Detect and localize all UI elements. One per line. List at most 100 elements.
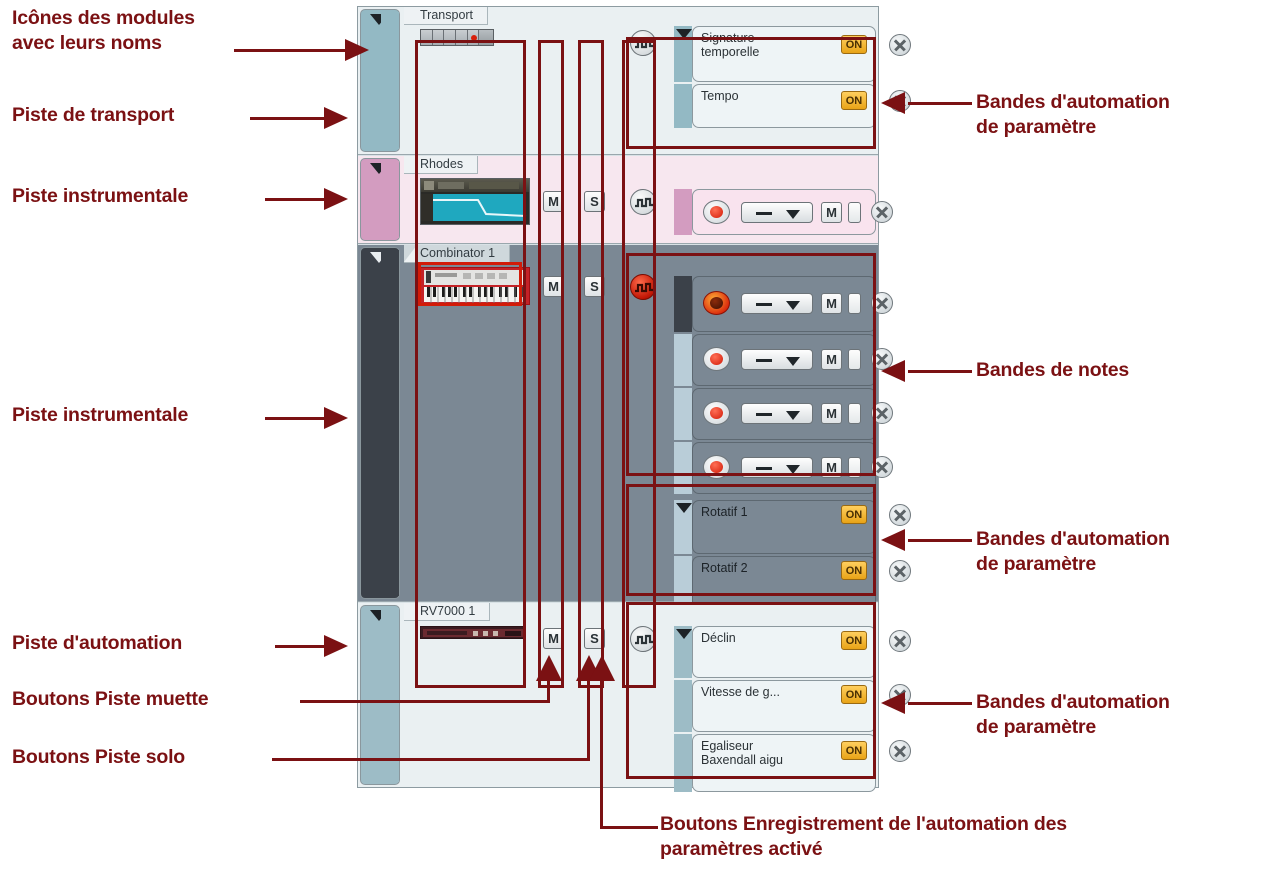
- mute-button-rhodes[interactable]: M: [543, 191, 564, 212]
- track-name-combinator[interactable]: Combinator 1: [404, 245, 511, 263]
- lane-on-button[interactable]: ON: [841, 35, 867, 54]
- chevron-down-icon: [786, 465, 800, 474]
- note-lane[interactable]: M: [674, 189, 893, 235]
- lane-delete-button[interactable]: [871, 402, 893, 424]
- lane-source-dropdown[interactable]: [741, 202, 813, 223]
- lane-delete-button[interactable]: [889, 740, 911, 762]
- lane-column-rv7000: Déclin ON Vitesse de g... ON: [674, 622, 911, 792]
- automation-lane[interactable]: Tempo ON: [674, 84, 911, 128]
- lane-fold-icon[interactable]: [676, 29, 692, 39]
- lane-source-dropdown[interactable]: [741, 403, 813, 424]
- lane-extra-button[interactable]: [848, 457, 861, 478]
- track-name-transport[interactable]: Transport: [404, 7, 489, 25]
- track-rhodes[interactable]: Rhodes M S: [358, 156, 893, 244]
- automation-lane[interactable]: Rotatif 1 ON: [674, 500, 911, 554]
- solo-button-combinator[interactable]: S: [584, 276, 605, 297]
- automation-record-button-transport[interactable]: [630, 30, 656, 56]
- note-lane[interactable]: M: [674, 334, 893, 386]
- track-color-strip: [381, 608, 399, 782]
- automation-record-button-rhodes[interactable]: [630, 189, 656, 215]
- rv7000-module-icon[interactable]: [420, 626, 526, 639]
- lane-on-button[interactable]: ON: [841, 505, 867, 524]
- automation-lane[interactable]: Vitesse de g... ON: [674, 680, 911, 732]
- dropdown-dash-icon: [756, 303, 772, 306]
- lane-label: Rotatif 1: [701, 505, 748, 519]
- lane-delete-button[interactable]: [889, 630, 911, 652]
- lane-extra-button[interactable]: [848, 202, 861, 223]
- annotation-instrument-track-1: Piste instrumentale: [12, 185, 189, 207]
- combinator-keyboard-icon[interactable]: [420, 267, 530, 305]
- lane-delete-button[interactable]: [889, 504, 911, 526]
- track-fold-rv7000[interactable]: [360, 605, 400, 785]
- lane-delete-button[interactable]: [871, 201, 893, 223]
- transport-module-icon[interactable]: [420, 29, 494, 46]
- lane-record-button[interactable]: [703, 455, 730, 479]
- track-fold-combinator[interactable]: [360, 247, 400, 599]
- automation-lane[interactable]: Rotatif 2 ON: [674, 556, 911, 608]
- solo-button-rhodes[interactable]: S: [584, 191, 605, 212]
- track-color-strip: [381, 161, 399, 238]
- automation-record-button-rv7000[interactable]: [630, 626, 656, 652]
- note-lane[interactable]: M: [674, 442, 893, 494]
- lane-record-button[interactable]: [703, 291, 730, 315]
- lane-mute-button[interactable]: M: [821, 403, 842, 424]
- automation-wave-icon: [635, 197, 653, 208]
- lane-mute-button[interactable]: M: [821, 457, 842, 478]
- lane-label: Déclin: [701, 631, 736, 645]
- lane-record-button[interactable]: [703, 200, 730, 224]
- annotation-param-automation-2: Bandes d'automation de paramètre: [976, 528, 1170, 575]
- track-name-rv7000[interactable]: RV7000 1: [404, 603, 491, 621]
- lane-on-button[interactable]: ON: [841, 631, 867, 650]
- lane-fold-icon[interactable]: [676, 503, 692, 513]
- mute-button-rv7000[interactable]: M: [543, 628, 564, 649]
- track-fold-transport[interactable]: [360, 9, 400, 152]
- lane-on-button[interactable]: ON: [841, 741, 867, 760]
- leader-line-transport-track: [250, 117, 328, 120]
- lane-delete-button[interactable]: [871, 292, 893, 314]
- track-rv7000[interactable]: RV7000 1 M S: [358, 603, 911, 792]
- lane-extra-button[interactable]: [848, 403, 861, 424]
- lane-source-dropdown[interactable]: [741, 293, 813, 314]
- mute-button-combinator[interactable]: M: [543, 276, 564, 297]
- rhodes-module-icon[interactable]: [420, 178, 530, 225]
- track-fold-rhodes[interactable]: [360, 158, 400, 241]
- arrow-param-automation-1: [881, 92, 905, 114]
- chevron-down-icon: [786, 357, 800, 366]
- track-body-rhodes: M S M: [402, 173, 893, 243]
- automation-lane[interactable]: Déclin ON: [674, 626, 911, 678]
- arrow-instrument-track-1: [324, 188, 348, 210]
- lane-extra-button[interactable]: [848, 293, 861, 314]
- dropdown-dash-icon: [756, 413, 772, 416]
- lane-mute-button[interactable]: M: [821, 349, 842, 370]
- note-lane[interactable]: M: [674, 276, 893, 332]
- automation-record-button-combinator[interactable]: [630, 274, 656, 300]
- track-combinator[interactable]: Combinator 1: [358, 245, 911, 608]
- lane-mute-button[interactable]: M: [821, 293, 842, 314]
- lane-delete-button[interactable]: [871, 456, 893, 478]
- track-color-strip: [381, 250, 399, 596]
- track-transport[interactable]: Transport: [358, 7, 911, 155]
- lane-source-dropdown[interactable]: [741, 457, 813, 478]
- lane-extra-button[interactable]: [848, 349, 861, 370]
- lane-record-button[interactable]: [703, 347, 730, 371]
- lane-on-button[interactable]: ON: [841, 561, 867, 580]
- lane-source-dropdown[interactable]: [741, 349, 813, 370]
- lane-fold-icon[interactable]: [676, 629, 692, 639]
- lane-mute-button[interactable]: M: [821, 202, 842, 223]
- dropdown-dash-icon: [756, 359, 772, 362]
- lane-delete-button[interactable]: [889, 34, 911, 56]
- track-name-rhodes[interactable]: Rhodes: [404, 156, 479, 174]
- lane-on-button[interactable]: ON: [841, 91, 867, 110]
- solo-button-rv7000[interactable]: S: [584, 628, 605, 649]
- annotation-mute-buttons: Boutons Piste muette: [12, 688, 209, 710]
- lane-record-button[interactable]: [703, 401, 730, 425]
- lane-body: M: [692, 189, 893, 235]
- dropdown-dash-icon: [756, 467, 772, 470]
- lane-on-button[interactable]: ON: [841, 685, 867, 704]
- note-lane[interactable]: M: [674, 388, 893, 440]
- annotation-note-lanes: Bandes de notes: [976, 359, 1130, 381]
- lane-delete-button[interactable]: [889, 560, 911, 582]
- automation-lane[interactable]: Signature temporelle ON: [674, 26, 911, 82]
- lane-column-rhodes: M: [674, 175, 893, 241]
- automation-lane[interactable]: Egaliseur Baxendall aigu ON: [674, 734, 911, 792]
